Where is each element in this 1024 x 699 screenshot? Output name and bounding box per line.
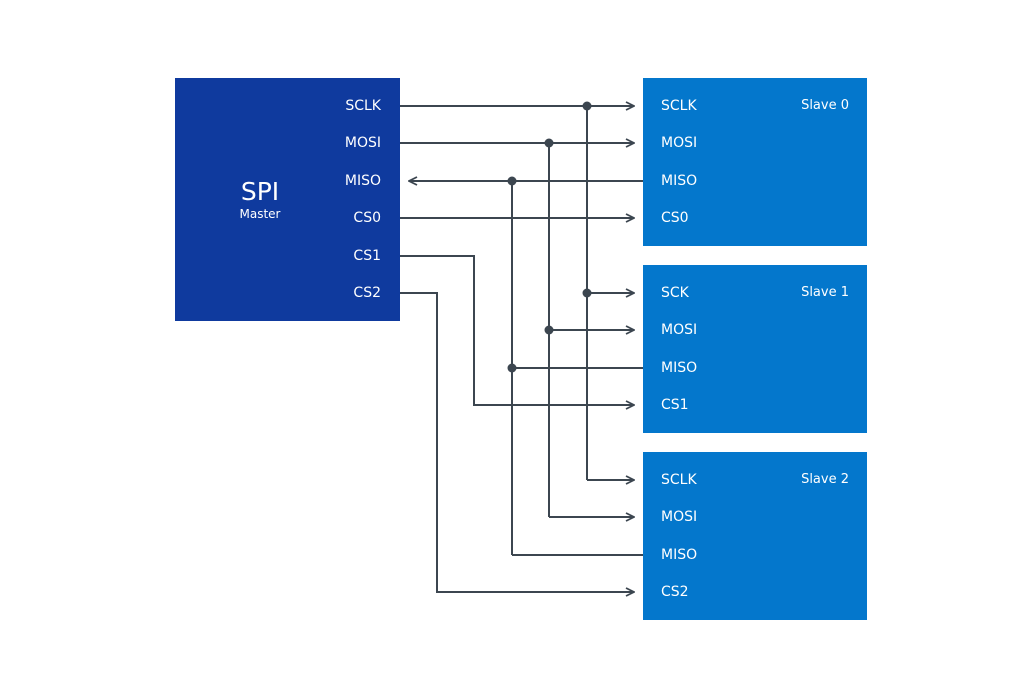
spi-master-block: SPI Master SCLK MOSI MISO CS0 CS1 CS2 — [175, 78, 400, 321]
mosi-junction-dot — [544, 325, 554, 335]
slave-0-pin-cs: CS0 — [661, 210, 689, 226]
slave-1-pin-mosi: MOSI — [661, 322, 698, 338]
slave-2-pin-cs: CS2 — [661, 584, 689, 600]
cs2-line — [400, 292, 634, 592]
slave-2-name: Slave 2 — [801, 472, 849, 487]
slave-0-pin-sclk: SCLK — [661, 98, 697, 114]
slave-0-block: Slave 0 SCLK MOSI MISO CS0 — [643, 78, 867, 246]
master-pin-cs2: CS2 — [353, 285, 381, 301]
slave-0-pin-mosi: MOSI — [661, 135, 698, 151]
slave-2-pin-miso: MISO — [661, 547, 698, 563]
master-pin-cs0: CS0 — [353, 210, 381, 226]
sclk-junction-dot — [582, 101, 592, 111]
master-pin-miso: MISO — [344, 173, 381, 189]
slave-1-name: Slave 1 — [801, 285, 849, 300]
sclk-junction-dot — [582, 288, 592, 298]
slave-0-pin-miso: MISO — [661, 173, 698, 189]
slave-1-pin-sck: SCK — [661, 285, 689, 301]
miso-junction-dot — [507, 176, 517, 186]
slave-2-pin-mosi: MOSI — [661, 509, 698, 525]
slave-2-block: Slave 2 SCLK MOSI MISO CS2 — [643, 452, 867, 620]
cs1-line — [400, 255, 634, 405]
master-title: SPI — [240, 177, 280, 206]
slave-1-block: Slave 1 SCK MOSI MISO CS1 — [643, 265, 867, 433]
master-pin-cs1: CS1 — [353, 248, 381, 264]
slave-1-pin-cs: CS1 — [661, 397, 689, 413]
miso-junction-dot — [507, 363, 517, 373]
slave-2-pin-sclk: SCLK — [661, 472, 697, 488]
mosi-junction-dot — [544, 138, 554, 148]
slave-0-name: Slave 0 — [801, 98, 849, 113]
master-subtitle: Master — [239, 207, 281, 221]
slave-1-pin-miso: MISO — [661, 360, 698, 376]
master-pin-mosi: MOSI — [344, 135, 381, 151]
master-pin-sclk: SCLK — [345, 98, 381, 114]
